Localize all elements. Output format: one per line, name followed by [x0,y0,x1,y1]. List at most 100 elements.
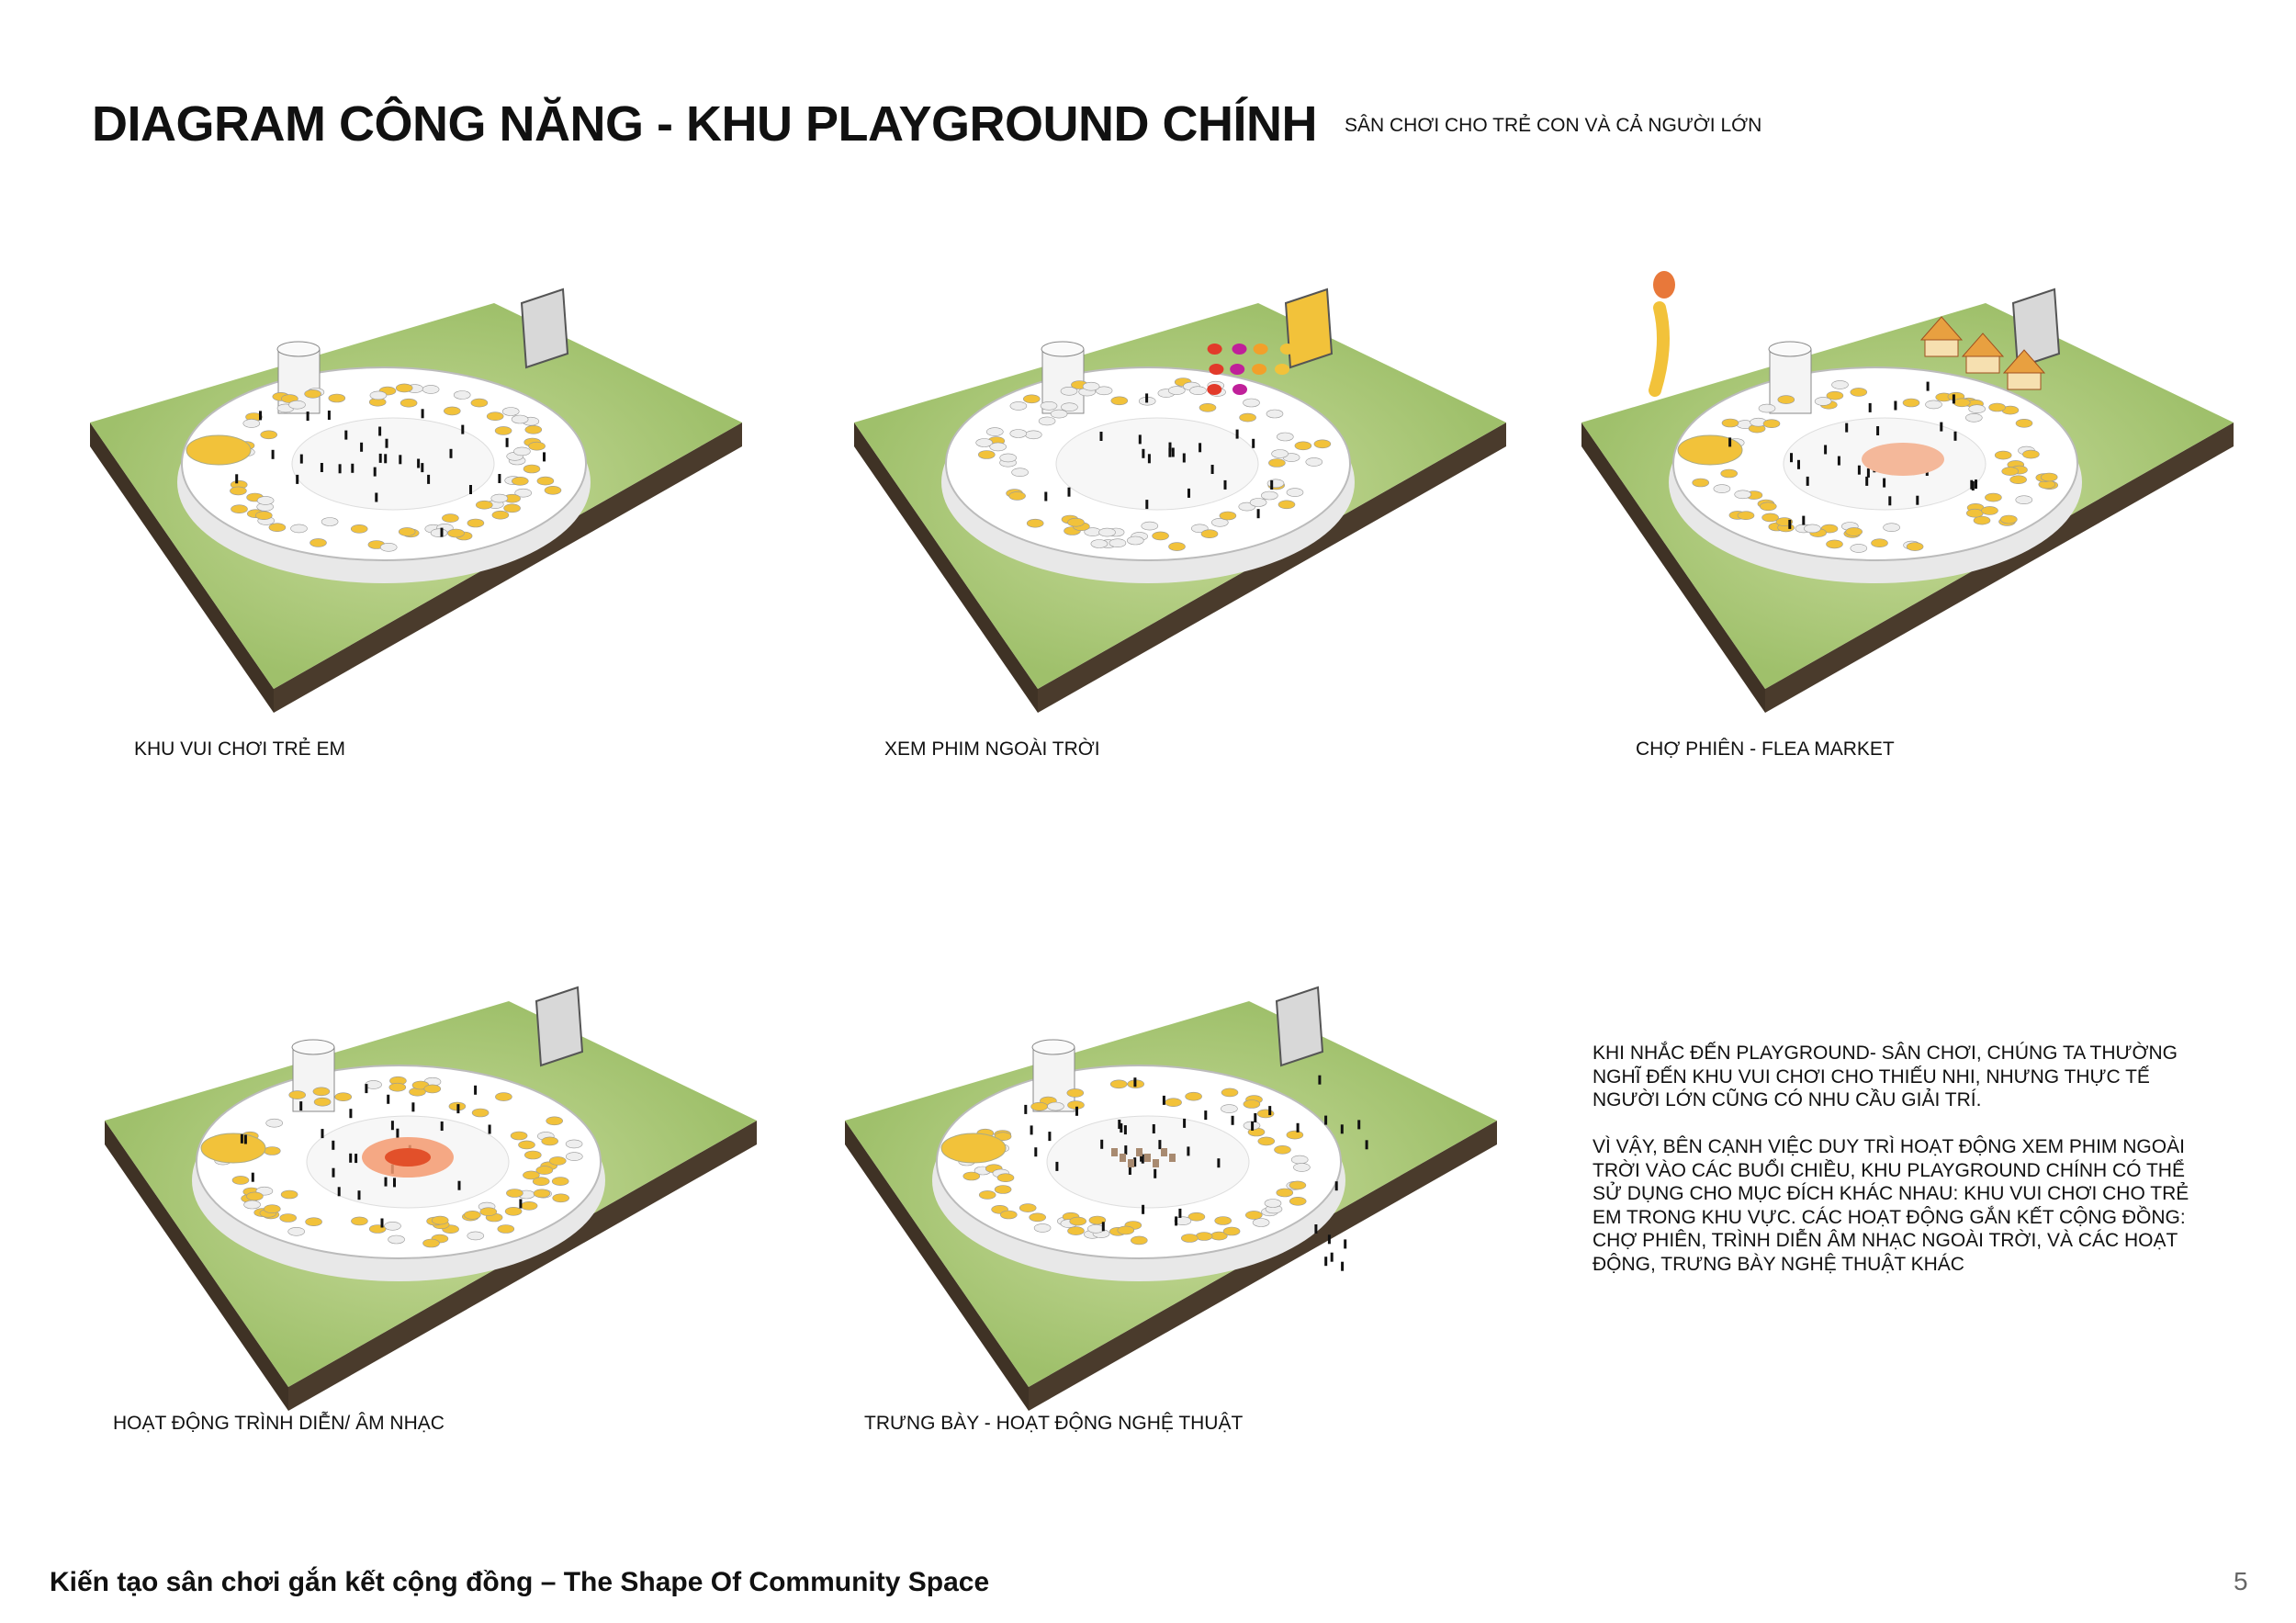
person-figure [390,1121,394,1131]
seat-stool [523,1170,540,1180]
person-figure [327,411,331,420]
seat-stool [442,513,459,523]
seat-stool [1760,502,1777,512]
seat-stool [430,528,448,538]
person-figure [1252,438,1255,448]
person-figure [1101,1222,1105,1232]
yellow-platform [186,434,252,466]
seat-stool [1985,492,2002,502]
seat-stool [565,1152,583,1161]
seat-stool [447,528,465,538]
person-figure [296,474,299,484]
seat-stool [334,1092,353,1101]
seat-stool [1293,1163,1311,1172]
seat-stool [351,1216,368,1226]
seat-stool [528,441,546,451]
seat-stool [423,1084,442,1094]
person-figure [1868,402,1872,412]
seat-stool [1195,1232,1213,1241]
person-figure [344,430,348,440]
beanbag-seat [1253,344,1268,355]
seat-stool [1268,458,1286,468]
person-figure [1142,448,1145,458]
visitor-figure [1341,1261,1345,1271]
person-figure [1235,429,1239,439]
caption-kids-playground: KHU VUI CHƠI TRẺ EM [134,738,345,760]
seat-stool [541,1136,559,1146]
yellow-platform [200,1133,266,1164]
seat-stool [1266,409,1284,419]
person-figure [360,442,364,452]
seat-stool [1906,542,1924,551]
person-figure [1030,1125,1033,1135]
seat-stool [2022,449,2040,459]
person-figure [1168,447,1172,457]
diagram-kids-playground [81,266,760,726]
billboard-screen [535,986,584,1067]
seat-stool [304,389,321,399]
person-figure [1187,488,1190,498]
billboard-screen [520,287,569,369]
person-figure [1138,434,1142,445]
seat-stool [978,450,996,459]
seat-stool [1189,386,1207,395]
ground-side-right [1029,1121,1497,1411]
art-piece [1128,1159,1134,1167]
person-figure [440,527,444,537]
seat-stool [431,1215,449,1225]
person-figure [1888,496,1892,506]
seat-stool [1050,409,1068,419]
visitor-figure [1314,1224,1318,1234]
person-figure [1256,509,1260,519]
seat-stool [1009,429,1028,438]
beanbag-seat [1207,384,1222,395]
seat-stool [536,476,555,486]
seat-stool [1721,418,1739,428]
person-figure [1162,1095,1165,1105]
seat-stool [989,442,1007,452]
seat-stool [1264,1199,1282,1208]
seat-stool [1953,398,1971,408]
seat-stool [479,1207,498,1217]
seat-stool [471,1108,490,1118]
art-piece [1144,1154,1151,1162]
seat-stool [305,1217,322,1227]
beanbag-seat [1232,344,1247,355]
seat-stool [260,430,277,440]
seat-stool [1286,488,1304,497]
visitor-figure [1318,1075,1322,1085]
caption-music-performance: HOẠT ĐỘNG TRÌNH DIỄN/ ÂM NHẠC [113,1413,445,1434]
seat-stool [523,464,541,474]
seat-stool [523,1150,542,1160]
seat-stool [265,1118,283,1128]
seat-stool [242,419,261,428]
seat-stool [1249,498,1267,507]
seat-stool [1023,394,1041,404]
diagram-outdoor-cinema [845,266,1525,726]
seat-stool [1826,539,1843,549]
beanbag-seat [1209,364,1224,375]
visitor-figure [1365,1140,1368,1150]
person-figure [421,463,424,473]
person-figure [543,452,546,462]
seat-stool [1082,381,1100,391]
seat-stool [1713,484,1731,493]
seat-stool [544,486,562,495]
person-figure [387,1094,390,1104]
seat-stool [1038,416,1056,426]
beanbag-seat [1232,384,1248,395]
seat-stool [1222,1226,1241,1236]
ground-side-right [274,423,742,713]
tower-icon [1769,348,1812,414]
person-figure [1728,437,1732,447]
seat-stool [1025,430,1042,440]
person-figure [1133,1157,1137,1167]
seat-stool [288,400,306,410]
seat-stool [497,1224,515,1234]
person-figure [1210,465,1214,474]
person-figure [251,1172,254,1182]
seat-stool [1871,538,1888,548]
seat-stool [551,1177,569,1186]
seat-stool [1845,527,1863,536]
seat-stool [1925,400,1942,410]
